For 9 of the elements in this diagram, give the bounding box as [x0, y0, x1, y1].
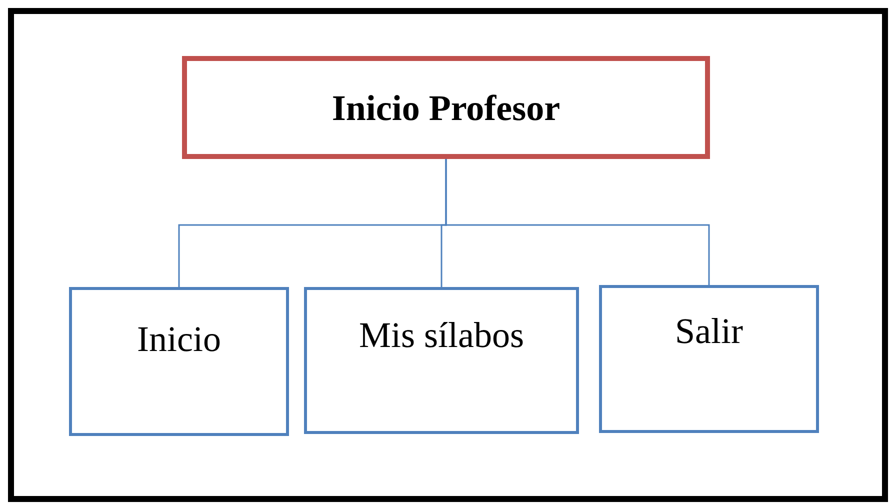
menu-box [304, 287, 579, 434]
menu-box [599, 285, 819, 433]
title-box [182, 56, 710, 159]
menu-box [69, 287, 289, 436]
menu-label: Salir [675, 310, 743, 352]
menu-label: Mis sílabos [358, 314, 524, 356]
connector-line [445, 159, 710, 285]
title-text: Inicio Profesor [332, 86, 560, 128]
menu-label: Inicio [137, 318, 221, 360]
